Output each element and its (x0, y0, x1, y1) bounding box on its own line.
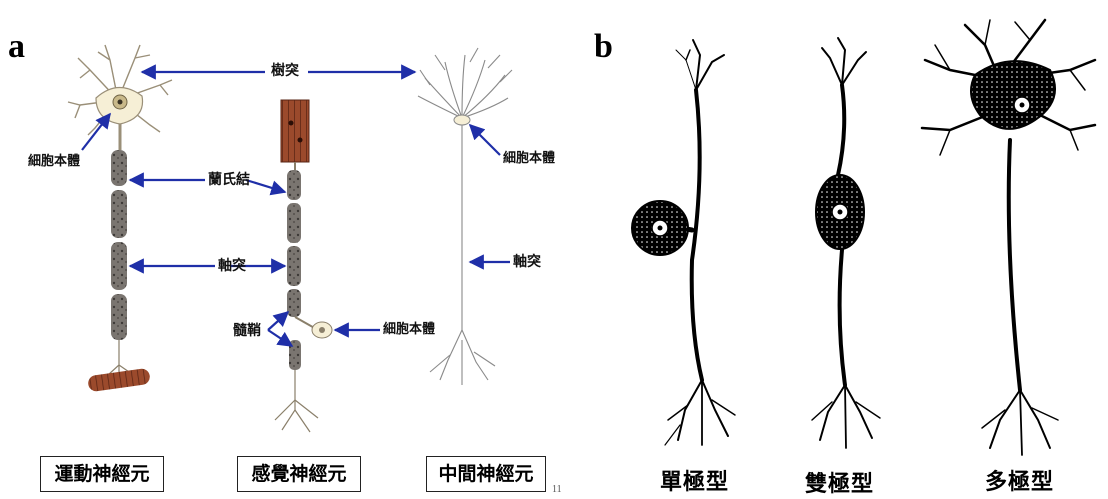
motor-neuron-caption: 運動神經元 (40, 456, 164, 492)
myelin-sheath-label: 髓鞘 (233, 324, 261, 338)
cell-body-label-sensory: 細胞本體 (383, 323, 435, 336)
page-number: 11 (552, 484, 562, 495)
panel-a-letter: a (8, 30, 25, 64)
dendrite-label: 樹突 (271, 64, 299, 78)
node-of-ranvier-label: 蘭氏結 (208, 173, 250, 187)
cell-body-label-motor: 細胞本體 (28, 155, 80, 168)
interneuron-caption: 中間神經元 (426, 456, 546, 492)
unipolar-caption: 單極型 (660, 464, 729, 496)
axon-label-left: 軸突 (218, 259, 246, 273)
bipolar-caption: 雙極型 (805, 466, 874, 498)
multipolar-caption: 多極型 (985, 464, 1054, 496)
panel-b-letter: b (594, 30, 613, 64)
cell-body-label-interneuron: 細胞本體 (503, 152, 555, 165)
axon-label-right: 軸突 (513, 255, 541, 269)
motor-neuron (68, 45, 172, 392)
sensory-neuron-caption: 感覺神經元 (237, 456, 361, 492)
